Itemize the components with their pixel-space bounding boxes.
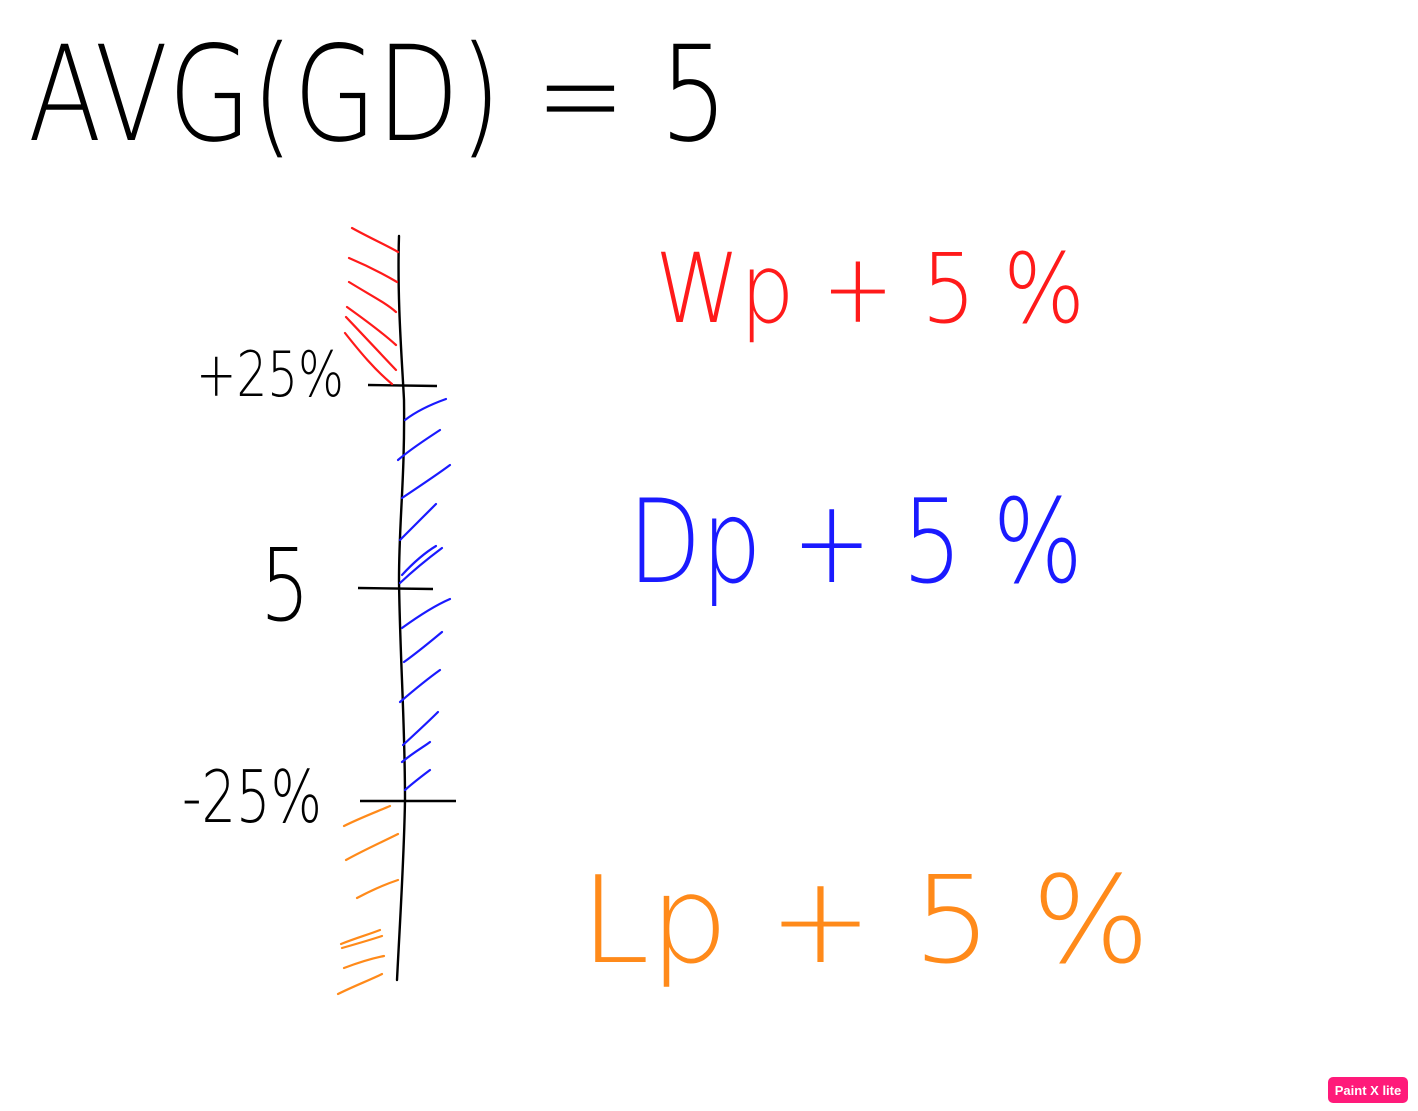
formula-draw: Dp + 5 %	[628, 475, 1083, 610]
hatching-draw	[396, 397, 452, 792]
formula-win: Wp + 5 %	[655, 233, 1085, 345]
tick-upper	[367, 383, 438, 388]
label-upper-threshold: +25%	[196, 338, 344, 411]
label-average: 5	[260, 527, 310, 644]
formula-title: AVG(GD) = 5	[28, 18, 728, 172]
formula-loss: Lp + 5 %	[580, 852, 1150, 991]
hatching-loss	[336, 804, 400, 996]
label-lower-threshold: -25%	[182, 755, 322, 839]
tick-middle	[357, 586, 434, 591]
hatching-win	[343, 226, 400, 386]
paint-x-lite-badge: Paint X lite	[1328, 1077, 1408, 1103]
vertical-axis	[395, 234, 407, 982]
